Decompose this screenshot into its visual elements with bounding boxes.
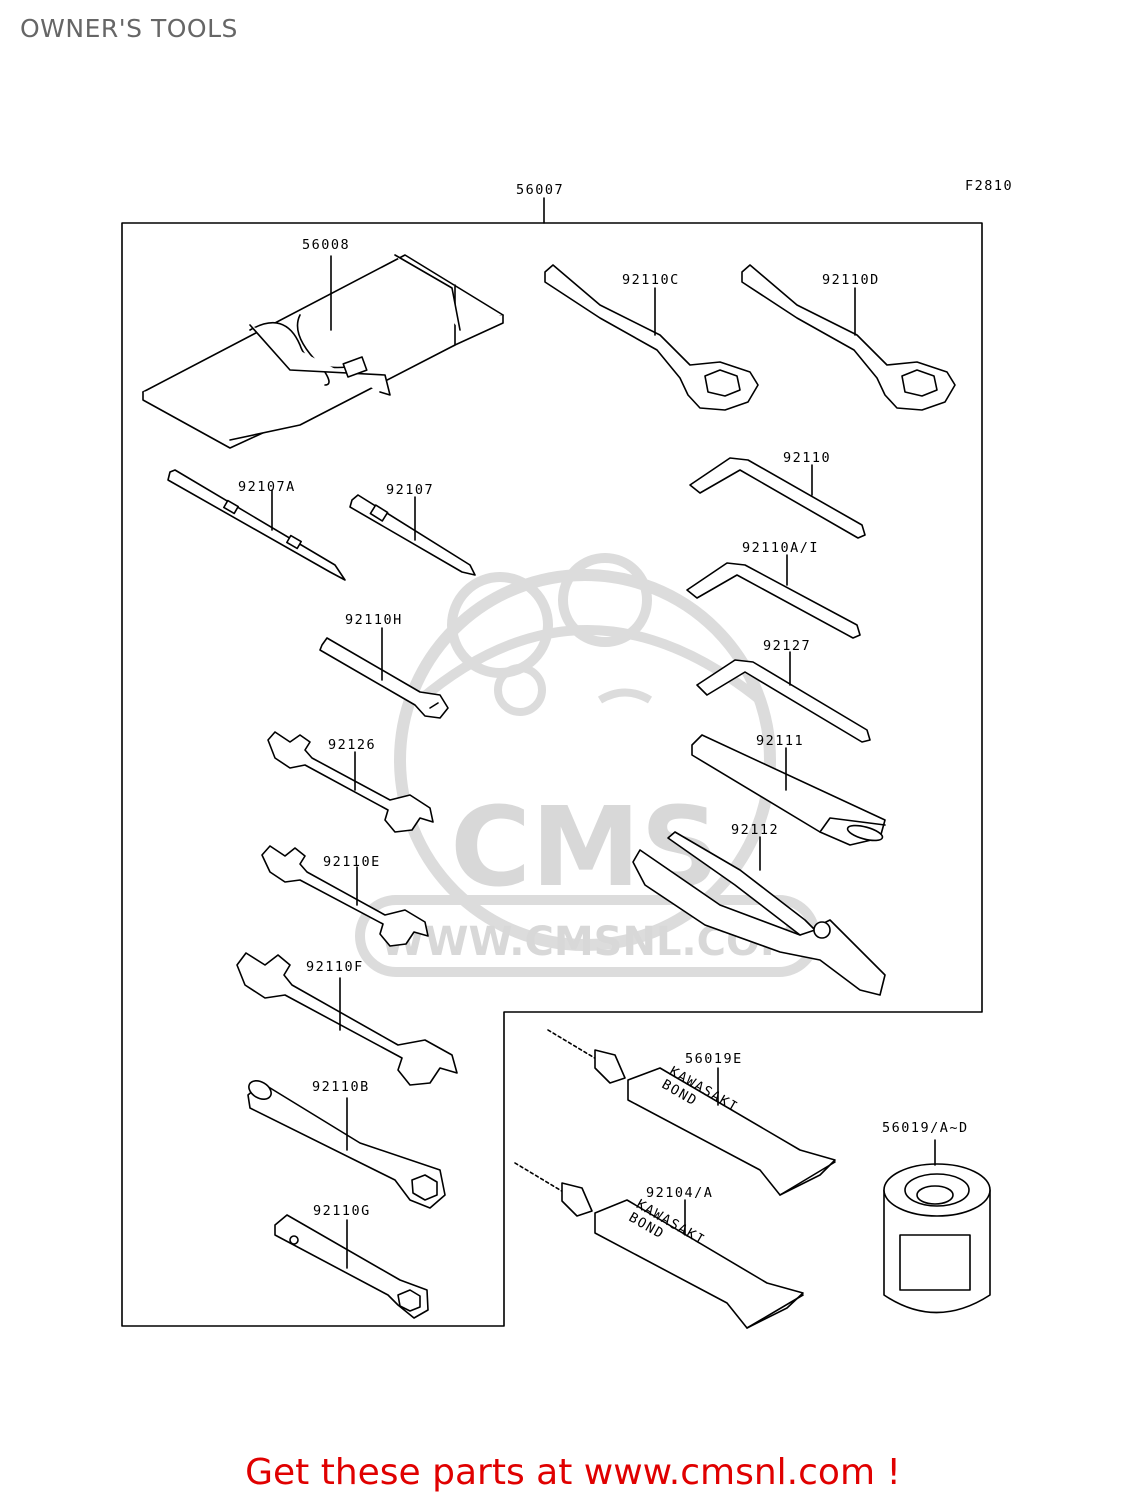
bond-tube-92104a-drawing: KAWASAKI BOND xyxy=(514,1162,804,1329)
figure-code: F2810 xyxy=(965,178,1013,194)
label-92111: 92111 xyxy=(756,733,804,749)
screwdriver-92107a-drawing xyxy=(167,469,346,581)
page-title: OWNER'S TOOLS xyxy=(20,14,238,43)
box-wrench-92110g-drawing xyxy=(274,1214,429,1319)
label-92107a: 92107A xyxy=(238,479,296,495)
spanner-92110f-drawing xyxy=(236,952,458,1086)
label-56007: 56007 xyxy=(516,182,564,198)
ring-spanner-92110c-drawing xyxy=(544,264,759,411)
label-92110b: 92110B xyxy=(312,1079,370,1095)
hex-key-92127-drawing xyxy=(696,651,871,743)
label-92112: 92112 xyxy=(731,822,779,838)
kit-boundary xyxy=(121,222,983,1327)
box-wrench-92110b-drawing xyxy=(247,1080,446,1209)
spanner-92126-drawing xyxy=(267,731,434,833)
label-92104a: 92104/A xyxy=(646,1185,713,1201)
label-92110f: 92110F xyxy=(306,959,364,975)
container-56019ad-drawing xyxy=(883,1139,991,1314)
label-56019ad: 56019/A~D xyxy=(882,1120,969,1136)
label-92126: 92126 xyxy=(328,737,376,753)
tube-bar-92111-drawing xyxy=(691,734,886,846)
label-92110e: 92110E xyxy=(323,854,381,870)
label-92110g: 92110G xyxy=(313,1203,371,1219)
label-92110d: 92110D xyxy=(822,272,880,288)
hex-key-92110ai-drawing xyxy=(686,554,861,639)
tool-bag-drawing xyxy=(142,254,504,449)
label-92107: 92107 xyxy=(386,482,434,498)
promo-banner[interactable]: Get these parts at www.cmsnl.com ! xyxy=(0,1452,1146,1493)
ring-spanner-92110d-drawing xyxy=(741,264,956,411)
label-56019e: 56019E xyxy=(685,1051,743,1067)
label-56008: 56008 xyxy=(302,237,350,253)
label-92110ai: 92110A/I xyxy=(742,540,819,556)
parts-diagram: CMS WWW.CMSNL.COM xyxy=(121,178,1013,1329)
hex-key-92110-drawing xyxy=(689,457,866,539)
label-92110c: 92110C xyxy=(622,272,680,288)
promo-link[interactable]: Get these parts at www.cmsnl.com ! xyxy=(245,1452,901,1493)
pliers-92112-drawing xyxy=(632,831,886,996)
cms-watermark: CMS WWW.CMSNL.COM xyxy=(355,553,820,977)
spanner-92110e-drawing xyxy=(261,845,429,947)
label-92127: 92127 xyxy=(763,638,811,654)
label-92110h: 92110H xyxy=(345,612,403,628)
screwdriver-92107-drawing xyxy=(349,494,476,576)
label-92110: 92110 xyxy=(783,450,831,466)
spanner-92110h-drawing xyxy=(319,627,449,719)
